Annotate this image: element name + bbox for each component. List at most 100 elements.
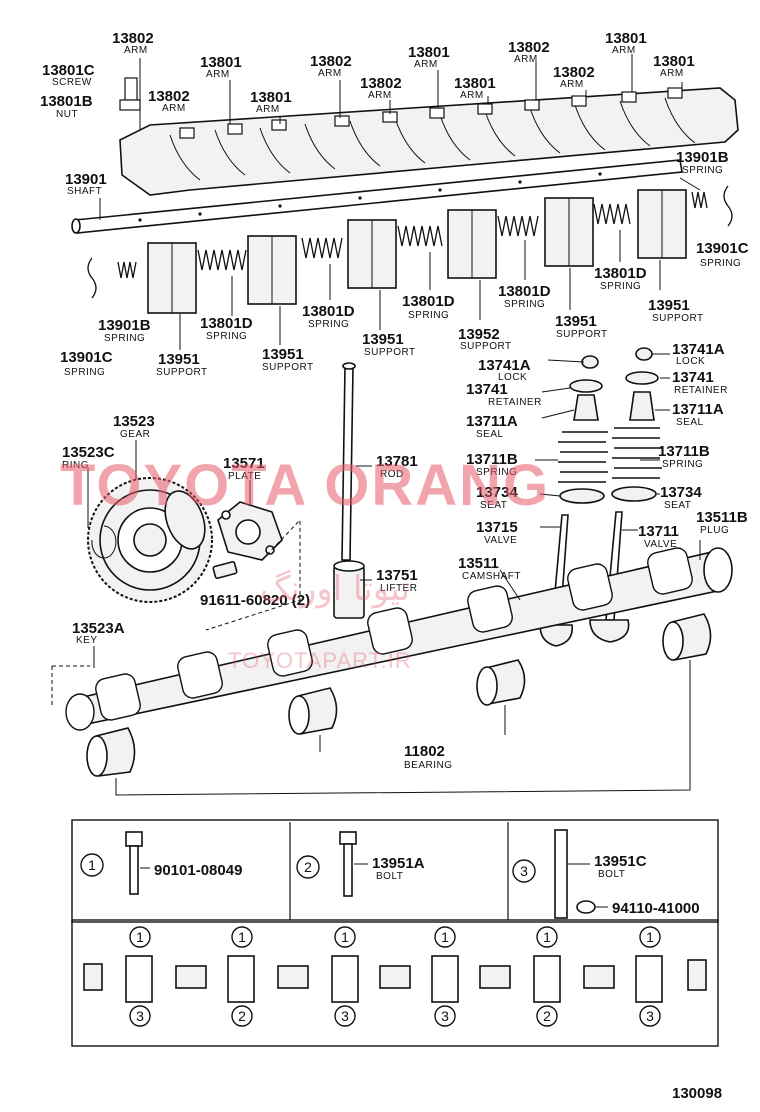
rocker-arm-assembly	[119, 77, 739, 196]
svg-text:SEAL: SEAL	[476, 429, 504, 440]
svg-text:13711B: 13711B	[658, 443, 710, 460]
svg-text:94110-41000: 94110-41000	[612, 900, 700, 917]
svg-text:TOYOTA ORANG: TOYOTA ORANG	[60, 453, 550, 518]
svg-text:SPRING: SPRING	[308, 319, 349, 330]
svg-text:ARM: ARM	[414, 59, 438, 70]
svg-text:NUT: NUT	[56, 109, 78, 120]
rocker-shaft	[71, 159, 683, 234]
svg-text:13511: 13511	[458, 555, 499, 572]
svg-text:13901: 13901	[65, 171, 107, 188]
svg-text:13741A: 13741A	[672, 341, 725, 358]
svg-text:ARM: ARM	[612, 45, 636, 56]
svg-text:SEAT: SEAT	[480, 500, 507, 511]
svg-text:SPRING: SPRING	[700, 258, 741, 269]
svg-text:ARM: ARM	[256, 104, 280, 115]
svg-text:13801D: 13801D	[302, 303, 355, 320]
svg-text:13751: 13751	[376, 567, 418, 584]
svg-text:91611-60820 (2): 91611-60820 (2)	[200, 592, 310, 609]
svg-text:SUPPORT: SUPPORT	[556, 329, 608, 340]
svg-text:SPRING: SPRING	[64, 367, 105, 378]
svg-text:ARM: ARM	[460, 90, 484, 101]
svg-text:3: 3	[136, 1008, 144, 1024]
fastener-table: 1 90101-08049 2 13951A BOLT 3 13951C BOL…	[71, 819, 719, 923]
svg-text:1: 1	[646, 929, 654, 945]
svg-text:13951: 13951	[158, 351, 200, 368]
svg-text:SPRING: SPRING	[476, 467, 517, 478]
svg-text:ARM: ARM	[318, 68, 342, 79]
svg-text:13901C: 13901C	[696, 240, 749, 257]
svg-text:13801: 13801	[408, 44, 450, 61]
svg-text:SPRING: SPRING	[662, 459, 703, 470]
svg-text:SUPPORT: SUPPORT	[652, 313, 704, 324]
svg-text:ARM: ARM	[368, 90, 392, 101]
svg-text:2: 2	[238, 1008, 246, 1024]
svg-text:تیوتا اورنگ: تیوتا اورنگ	[260, 569, 410, 609]
svg-text:3: 3	[441, 1008, 449, 1024]
svg-text:ARM: ARM	[124, 45, 148, 56]
svg-text:SUPPORT: SUPPORT	[262, 362, 314, 373]
svg-text:1: 1	[543, 929, 551, 945]
svg-text:13951: 13951	[262, 346, 304, 363]
svg-text:13741: 13741	[466, 381, 508, 398]
fastener-1: 1 90101-08049	[80, 831, 242, 895]
svg-text:SUPPORT: SUPPORT	[156, 367, 208, 378]
push-rod	[341, 362, 356, 561]
svg-text:13511B: 13511B	[696, 509, 748, 526]
svg-text:13571: 13571	[223, 455, 265, 472]
svg-text:SPRING: SPRING	[104, 333, 145, 344]
layout-support-1: 1 3	[125, 926, 153, 1027]
svg-text:13802: 13802	[310, 53, 352, 70]
svg-text:VALVE: VALVE	[644, 539, 677, 550]
leader-lines	[87, 54, 701, 668]
camshaft-gear	[87, 477, 213, 603]
svg-text:LOCK: LOCK	[498, 372, 527, 383]
svg-text:13951C: 13951C	[594, 853, 647, 870]
svg-text:1: 1	[441, 929, 449, 945]
svg-text:CAMSHAFT: CAMSHAFT	[462, 571, 521, 582]
svg-text:2: 2	[543, 1008, 551, 1024]
svg-text:13715: 13715	[476, 519, 518, 536]
svg-text:BEARING: BEARING	[404, 760, 453, 771]
svg-text:SPRING: SPRING	[206, 331, 247, 342]
svg-text:1: 1	[238, 929, 246, 945]
svg-text:13801B: 13801B	[40, 93, 93, 110]
svg-text:13901B: 13901B	[98, 317, 151, 334]
svg-text:LOCK: LOCK	[676, 356, 705, 367]
svg-text:13741A: 13741A	[478, 357, 531, 374]
svg-text:3: 3	[520, 863, 528, 879]
svg-text:13951A: 13951A	[372, 855, 425, 872]
shaft-springs	[87, 185, 733, 299]
svg-text:11802: 11802	[404, 743, 445, 760]
svg-text:SPRING: SPRING	[600, 281, 641, 292]
svg-text:13711: 13711	[638, 523, 679, 540]
camshaft-bearings	[86, 613, 712, 796]
svg-text:13801D: 13801D	[594, 265, 647, 282]
svg-text:PLATE: PLATE	[228, 471, 261, 482]
thrust-plate	[205, 501, 301, 631]
